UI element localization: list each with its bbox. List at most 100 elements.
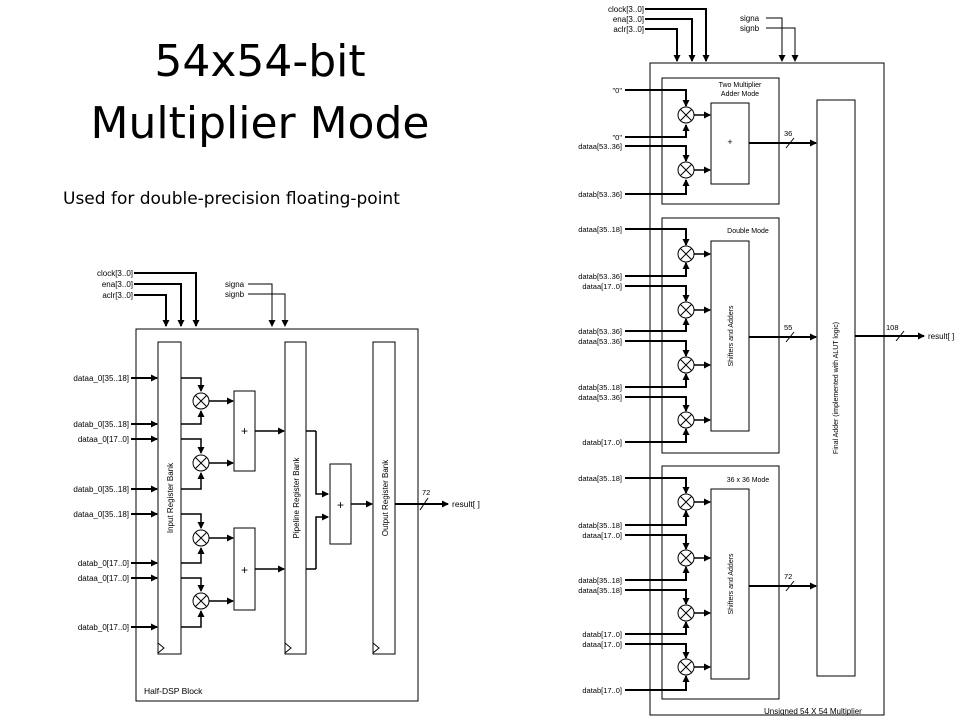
input-register-bank-box: [157, 341, 182, 655]
bus-slash: [419, 497, 429, 511]
left-control-inputs: clock[3..0] ena[3..0] aclr[3..0] signa s…: [97, 269, 289, 327]
mode-36x36: 36 x 36 Mode dataa[35..18] datab[35..18]…: [578, 465, 817, 700]
shifters-and-adders-box: [710, 488, 750, 680]
mode-36x36-box: [661, 465, 780, 700]
half-dsp-block-diagram: Half-DSP Block clock[3..0] ena[3..0] acl…: [73, 269, 480, 702]
left-input-label: dataa_0[17..0]: [78, 435, 129, 444]
double-mode-box: [661, 217, 780, 454]
left-bus-width: 72: [422, 488, 430, 497]
pipeline-register-bank-box: [284, 341, 307, 655]
right-input-label: datab[35..18]: [578, 576, 622, 585]
bus-slash: [785, 580, 795, 592]
two-multiplier-adder-mode: Two Multiplier Adder Mode "0" "0" dataa[…: [578, 77, 817, 205]
left-input-label: datab_0[17..0]: [78, 623, 129, 632]
right-input-label: dataa[35..18]: [578, 225, 622, 234]
unsigned-54x54-multiplier-diagram: Unsigned 54 X 54 Multiplier clock[3..0] …: [578, 5, 954, 716]
right-input-label: datab[17..0]: [582, 438, 622, 447]
clock-edge-icon: [372, 642, 380, 654]
double-mode: Double Mode dataa[35..18] datab[53..36] …: [578, 217, 817, 454]
left-input-label: dataa_0[35..18]: [73, 510, 129, 519]
right-output-label: result[ ]: [928, 332, 954, 341]
right-bus-width: 108: [886, 323, 899, 332]
double-mode-title: Double Mode: [727, 228, 769, 235]
left-signa-label: signa: [225, 280, 245, 289]
output-register-bank-label: Output Register Bank: [381, 459, 390, 536]
bus-slash: [895, 330, 905, 342]
left-multipliers: [181, 377, 234, 628]
input-register-bank-label: Input Register Bank: [166, 462, 175, 533]
right-input-label: dataa[17..0]: [582, 531, 622, 540]
right-input-label: datab[35..18]: [578, 383, 622, 392]
output-register-bank: Output Register Bank: [372, 341, 396, 655]
clock-edge-icon: [284, 642, 292, 654]
slide-title-line-1: 54x54-bit: [154, 36, 366, 87]
left-clock-wire: [134, 272, 200, 327]
unsigned-multiplier-outline: [649, 62, 885, 716]
left-ena-wire: [134, 283, 185, 327]
adder-plus-label: +: [241, 563, 248, 577]
right-input-label: dataa[53..36]: [578, 142, 622, 151]
adder-box: [710, 102, 750, 185]
left-signb-label: signb: [225, 290, 245, 299]
final-adder-label: Final Adder (implemented with ALUT logic…: [833, 322, 840, 454]
right-input-label: dataa[17..0]: [582, 282, 622, 291]
final-adder-plus-label: +: [337, 498, 344, 512]
bus-slash: [785, 137, 795, 149]
left-input-label: dataa_0[17..0]: [78, 574, 129, 583]
two-multiplier-mode-box: [661, 77, 780, 205]
clock-edge-icon: [157, 642, 165, 654]
left-input-label: dataa_0[35..18]: [73, 374, 129, 383]
right-input-label: dataa[53..36]: [578, 393, 622, 402]
left-output-label: result[ ]: [452, 499, 480, 509]
left-clock-label: clock[3..0]: [97, 269, 133, 278]
slide-title-line-2: Multiplier Mode: [90, 98, 430, 149]
right-input-label: dataa[53..36]: [578, 337, 622, 346]
right-clock-label: clock[3..0]: [608, 5, 644, 14]
right-control-inputs: clock[3..0] ena[3..0] aclr[3..0] signa s…: [608, 5, 799, 62]
left-input-label: datab_0[35..18]: [73, 485, 129, 494]
double-mode-bus-width: 55: [784, 323, 792, 332]
right-input-label: dataa[17..0]: [582, 640, 622, 649]
left-signa-wire: [248, 283, 276, 327]
right-input-label: "0": [613, 86, 623, 95]
right-signb-label: signb: [740, 24, 760, 33]
adder-plus-label: +: [727, 137, 732, 147]
slide-subtitle: Used for double-precision floating-point: [63, 189, 400, 209]
left-input-label: datab_0[17..0]: [78, 559, 129, 568]
right-input-label: "0": [613, 133, 623, 142]
right-ena-label: ena[3..0]: [613, 15, 644, 24]
shifters-and-adders-box: [710, 240, 750, 432]
adder-plus-label: +: [241, 424, 248, 438]
right-input-label: datab[53..36]: [578, 190, 622, 199]
right-input-label: dataa[35..18]: [578, 586, 622, 595]
right-input-label: datab[17..0]: [582, 686, 622, 695]
final-adder-alut-box: [816, 99, 856, 677]
two-multiplier-subtitle: Adder Mode: [721, 91, 759, 98]
left-aclr-label: aclr[3..0]: [102, 291, 133, 300]
mode-36x36-bus-width: 72: [784, 572, 792, 581]
shifters-and-adders-label: Shifters and Adders: [728, 305, 735, 367]
output-register-bank-box: [372, 341, 396, 655]
left-ena-label: ena[3..0]: [102, 280, 133, 289]
mode-36x36-title: 36 x 36 Mode: [727, 477, 770, 484]
right-input-label: datab[53..36]: [578, 327, 622, 336]
pipeline-register-bank: Pipeline Register Bank: [284, 341, 329, 655]
left-input-label: datab_0[35..18]: [73, 420, 129, 429]
pipeline-register-bank-label: Pipeline Register Bank: [292, 457, 301, 539]
right-input-label: datab[35..18]: [578, 521, 622, 530]
left-aclr-wire: [134, 294, 170, 327]
half-dsp-block-label: Half-DSP Block: [144, 686, 203, 696]
right-input-label: dataa[35..18]: [578, 474, 622, 483]
right-input-label: datab[53..36]: [578, 272, 622, 281]
two-mult-bus-width: 36: [784, 129, 792, 138]
shifters-and-adders-label: Shifters and Adders: [728, 553, 735, 615]
two-multiplier-title: Two Multiplier: [719, 82, 762, 89]
left-adders: + +: [233, 390, 285, 611]
right-signa-label: signa: [740, 14, 760, 23]
left-signb-wire: [248, 293, 289, 327]
right-aclr-label: aclr[3..0]: [613, 25, 644, 34]
bus-slash: [785, 331, 795, 343]
left-data-inputs: dataa_0[35..18] datab_0[35..18] dataa_0[…: [73, 374, 158, 632]
unsigned-multiplier-label: Unsigned 54 X 54 Multiplier: [764, 707, 862, 716]
